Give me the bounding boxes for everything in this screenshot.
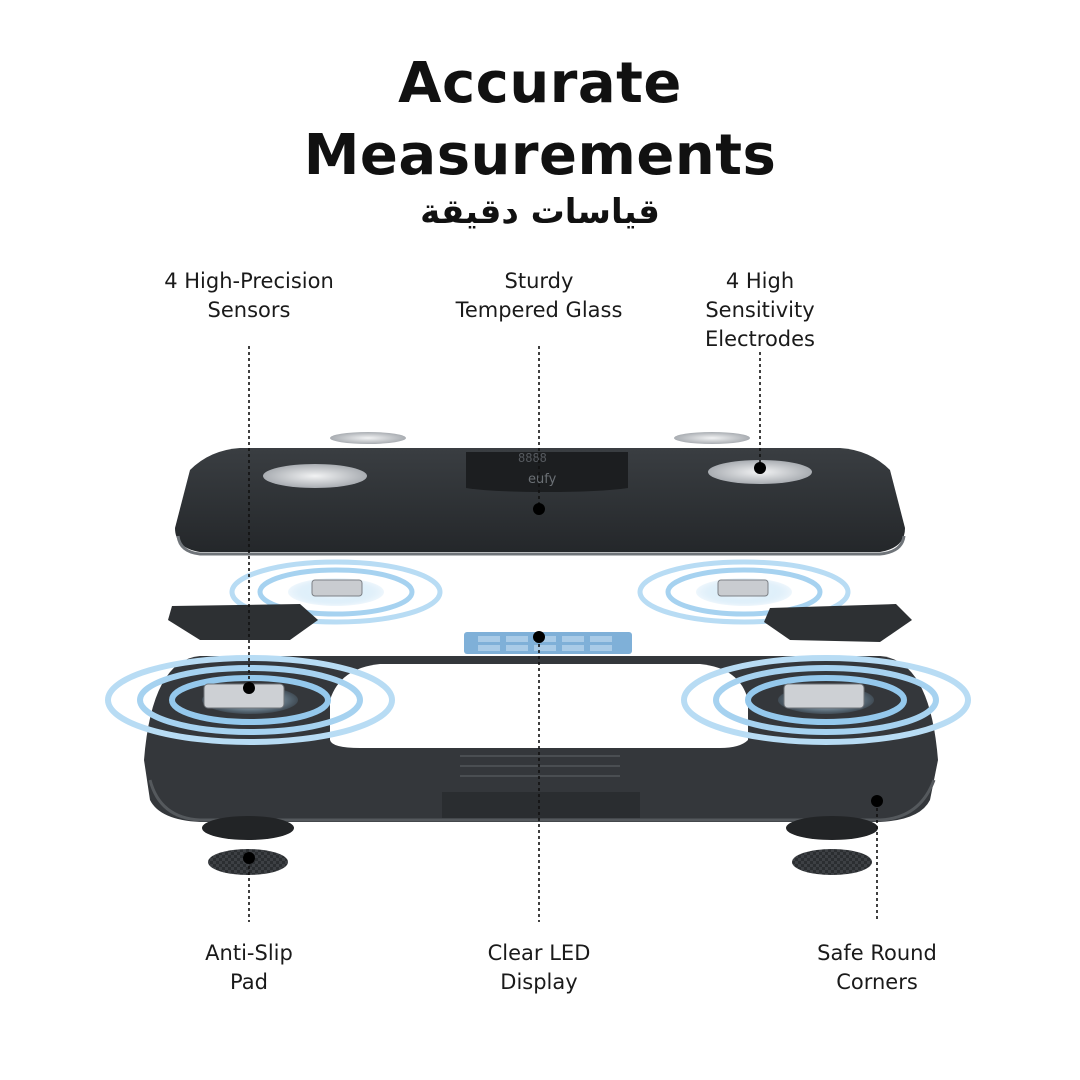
dot-corners xyxy=(871,795,883,807)
corner-cap-left xyxy=(168,604,318,640)
led-display-digits: 8888 xyxy=(518,451,547,465)
foot-left xyxy=(202,816,294,840)
callout-corners: Safe Round Corners xyxy=(817,941,937,994)
sensor-glow-lower-left xyxy=(105,655,395,745)
sensor-glow-upper-left xyxy=(229,559,443,625)
headline-arabic: قياسات دقيقة xyxy=(420,192,660,232)
headline-line-1: Accurate xyxy=(398,51,682,116)
sensor-glow-upper-right xyxy=(637,559,851,625)
dot-glass xyxy=(533,503,545,515)
dot-display xyxy=(533,631,545,643)
callout-sensors: 4 High-Precision Sensors xyxy=(164,269,334,322)
dot-electrodes xyxy=(754,462,766,474)
tempered-glass-top: 8888 eufy xyxy=(175,448,906,556)
callout-electrodes: 4 High Sensitivity Electrodes xyxy=(704,269,815,351)
dot-sensors xyxy=(243,682,255,694)
anti-slip-pad-right xyxy=(792,849,872,875)
led-module xyxy=(464,632,632,654)
electrode-top-left xyxy=(330,432,406,444)
callout-glass: Sturdy Tempered Glass xyxy=(455,269,623,322)
sensor-glow-lower-right xyxy=(681,655,971,745)
brand-logo: eufy xyxy=(528,472,557,487)
headline-line-2: Measurements xyxy=(303,123,777,188)
electrode-top-right xyxy=(674,432,750,444)
corner-cap-right xyxy=(764,604,912,642)
foot-right xyxy=(786,816,878,840)
dot-pad xyxy=(243,852,255,864)
callout-display: Clear LED Display xyxy=(487,941,591,994)
callout-pad: Anti-Slip Pad xyxy=(205,941,293,994)
